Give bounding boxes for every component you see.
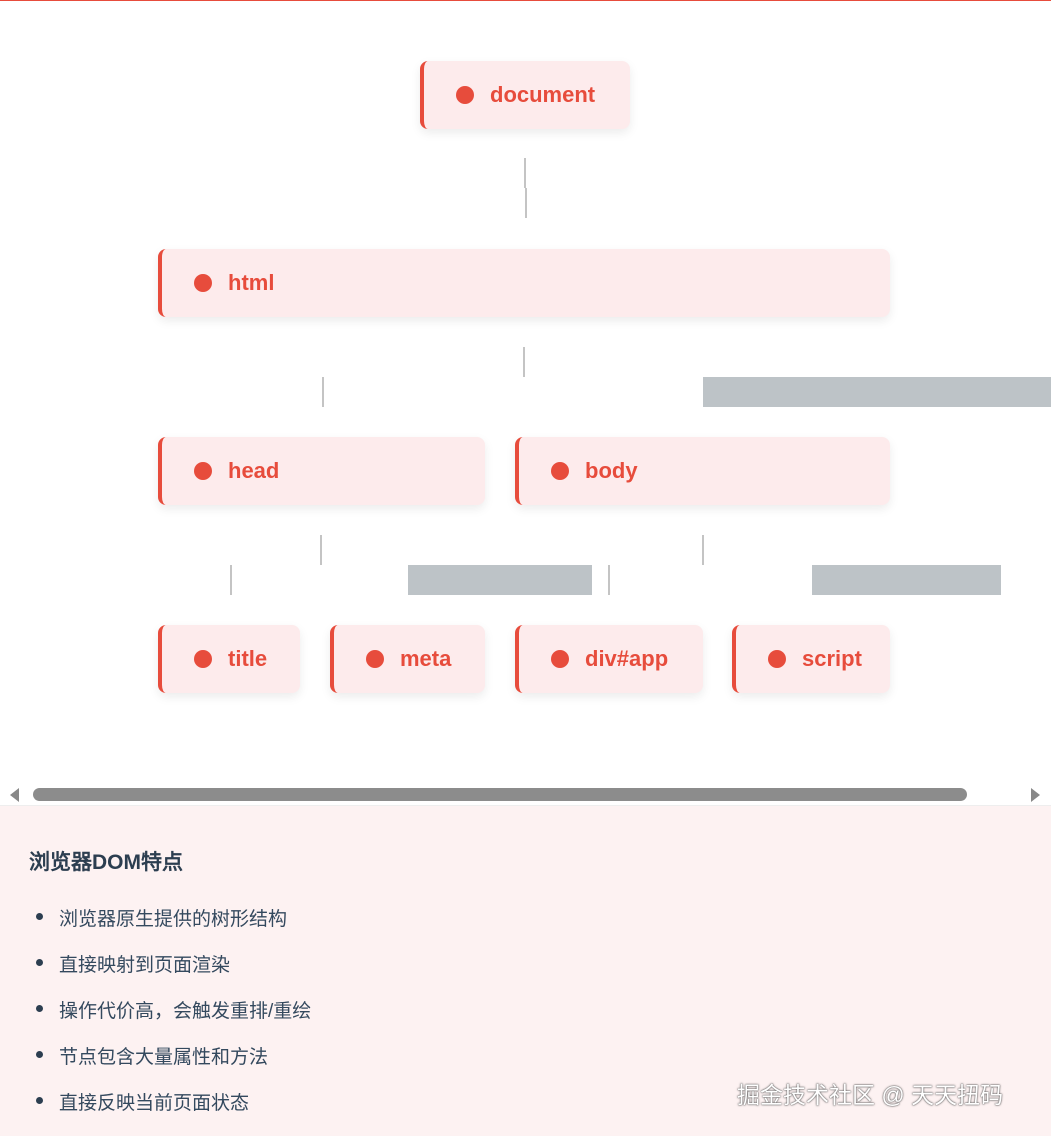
scroll-left-arrow-icon[interactable] [10, 788, 19, 802]
connector-line [322, 377, 324, 407]
scrollbar-thumb[interactable] [33, 788, 967, 801]
list-item: 节点包含大量属性和方法 [36, 1042, 311, 1088]
tree-node-document[interactable]: document [420, 61, 630, 129]
tree-node-meta[interactable]: meta [330, 625, 485, 693]
node-dot-icon [456, 86, 474, 104]
features-list: 浏览器原生提供的树形结构 直接映射到页面渲染 操作代价高，会触发重排/重绘 节点… [36, 904, 311, 1134]
node-label: head [228, 458, 280, 483]
list-item-text: 浏览器原生提供的树形结构 [59, 909, 288, 930]
list-item: 直接反映当前页面状态 [36, 1088, 311, 1134]
connector-bar [408, 565, 592, 595]
node-label: html [228, 270, 275, 295]
node-label: body [585, 458, 638, 483]
tree-node-html[interactable]: html [158, 249, 890, 317]
list-item: 直接映射到页面渲染 [36, 950, 311, 996]
panel-title: 浏览器DOM特点 [29, 851, 183, 874]
bullet-icon [36, 1005, 43, 1012]
node-dot-icon [194, 274, 212, 292]
connector-bar [703, 377, 1051, 407]
bullet-icon [36, 959, 43, 966]
node-dot-icon [194, 462, 212, 480]
connector-line [524, 158, 526, 188]
list-item: 浏览器原生提供的树形结构 [36, 904, 311, 950]
tree-node-script[interactable]: script [732, 625, 890, 693]
list-item-text: 操作代价高，会触发重排/重绘 [59, 1001, 312, 1022]
features-panel: 浏览器DOM特点 浏览器原生提供的树形结构 直接映射到页面渲染 操作代价高，会触… [0, 806, 1051, 1136]
node-dot-icon [551, 650, 569, 668]
node-label: title [228, 646, 268, 671]
connector-bar [812, 565, 1001, 595]
connector-line [608, 565, 610, 595]
tree-node-title[interactable]: title [158, 625, 300, 693]
bullet-icon [36, 1051, 43, 1058]
tree-node-body[interactable]: body [515, 437, 890, 505]
connector-line [230, 565, 232, 595]
list-item: 操作代价高，会触发重排/重绘 [36, 996, 311, 1042]
node-dot-icon [768, 650, 786, 668]
node-dot-icon [194, 650, 212, 668]
node-label: div#app [585, 646, 669, 671]
node-dot-icon [551, 462, 569, 480]
list-item-text: 节点包含大量属性和方法 [59, 1047, 269, 1068]
connector-line [702, 535, 704, 565]
tree-node-head[interactable]: head [158, 437, 485, 505]
bullet-icon [36, 1097, 43, 1104]
node-label: meta [400, 646, 452, 671]
scroll-right-arrow-icon[interactable] [1031, 788, 1040, 802]
tree-node-div-app[interactable]: div#app [515, 625, 703, 693]
watermark: 掘金技术社区 @ 天天扭码 [737, 1082, 1004, 1108]
list-item-text: 直接反映当前页面状态 [59, 1093, 250, 1114]
connector-line [320, 535, 322, 565]
node-label: script [802, 646, 862, 671]
top-border [0, 0, 1051, 1]
connector-line [525, 188, 527, 218]
node-label: document [490, 82, 596, 107]
horizontal-scrollbar[interactable] [0, 780, 1051, 806]
list-item-text: 直接映射到页面渲染 [59, 955, 231, 976]
bullet-icon [36, 913, 43, 920]
connector-line [523, 347, 525, 377]
node-dot-icon [366, 650, 384, 668]
